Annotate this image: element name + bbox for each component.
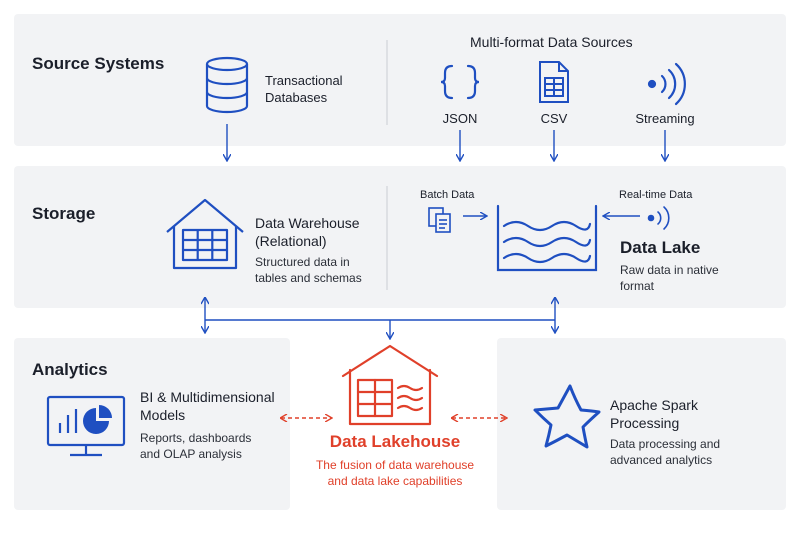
data-lake-desc: Raw data in native format bbox=[620, 263, 719, 293]
lakehouse-icon bbox=[341, 344, 439, 426]
warehouse-icon bbox=[166, 198, 244, 270]
batch-data-label: Batch Data bbox=[420, 189, 475, 201]
batch-documents-icon bbox=[428, 207, 451, 233]
spark-desc: Data processing and advanced analytics bbox=[610, 437, 721, 467]
realtime-stream-icon bbox=[647, 206, 670, 230]
lakehouse-title: Data Lakehouse bbox=[329, 432, 461, 451]
spark-title: Apache Spark Processing bbox=[610, 397, 698, 431]
csv-file-icon bbox=[539, 61, 569, 103]
streaming-label: Streaming bbox=[635, 111, 695, 126]
realtime-data-label: Real-time Data bbox=[619, 189, 693, 201]
bi-desc: Reports, dashboards and OLAP analysis bbox=[140, 431, 252, 461]
data-lake-icon bbox=[496, 204, 598, 272]
data-warehouse-desc: Structured data in tables and schemas bbox=[255, 255, 362, 285]
section-title-storage: Storage bbox=[32, 204, 96, 223]
transactional-databases-label: Transactional Databases bbox=[265, 73, 343, 105]
bi-monitor-chart-icon bbox=[46, 395, 126, 457]
source-systems-panel bbox=[14, 14, 786, 146]
data-lake-title: Data Lake bbox=[620, 238, 701, 257]
csv-label: CSV bbox=[540, 111, 568, 126]
connector-storage-analytics bbox=[205, 298, 555, 338]
data-warehouse-title: Data Warehouse (Relational) bbox=[255, 215, 360, 249]
bi-title: BI & Multidimensional Models bbox=[140, 389, 275, 423]
section-title-source-systems: Source Systems bbox=[32, 54, 165, 73]
lakehouse-desc: The fusion of data warehouse and data la… bbox=[315, 458, 475, 488]
streaming-icon bbox=[647, 62, 686, 106]
spark-star-icon bbox=[533, 384, 601, 449]
multi-format-title: Multi-format Data Sources bbox=[470, 34, 633, 50]
analytics-right-panel bbox=[497, 338, 786, 510]
json-label: JSON bbox=[442, 111, 478, 126]
section-title-analytics: Analytics bbox=[32, 360, 108, 379]
database-icon bbox=[205, 56, 249, 114]
json-braces-icon bbox=[440, 64, 480, 100]
storage-panel bbox=[14, 166, 786, 308]
